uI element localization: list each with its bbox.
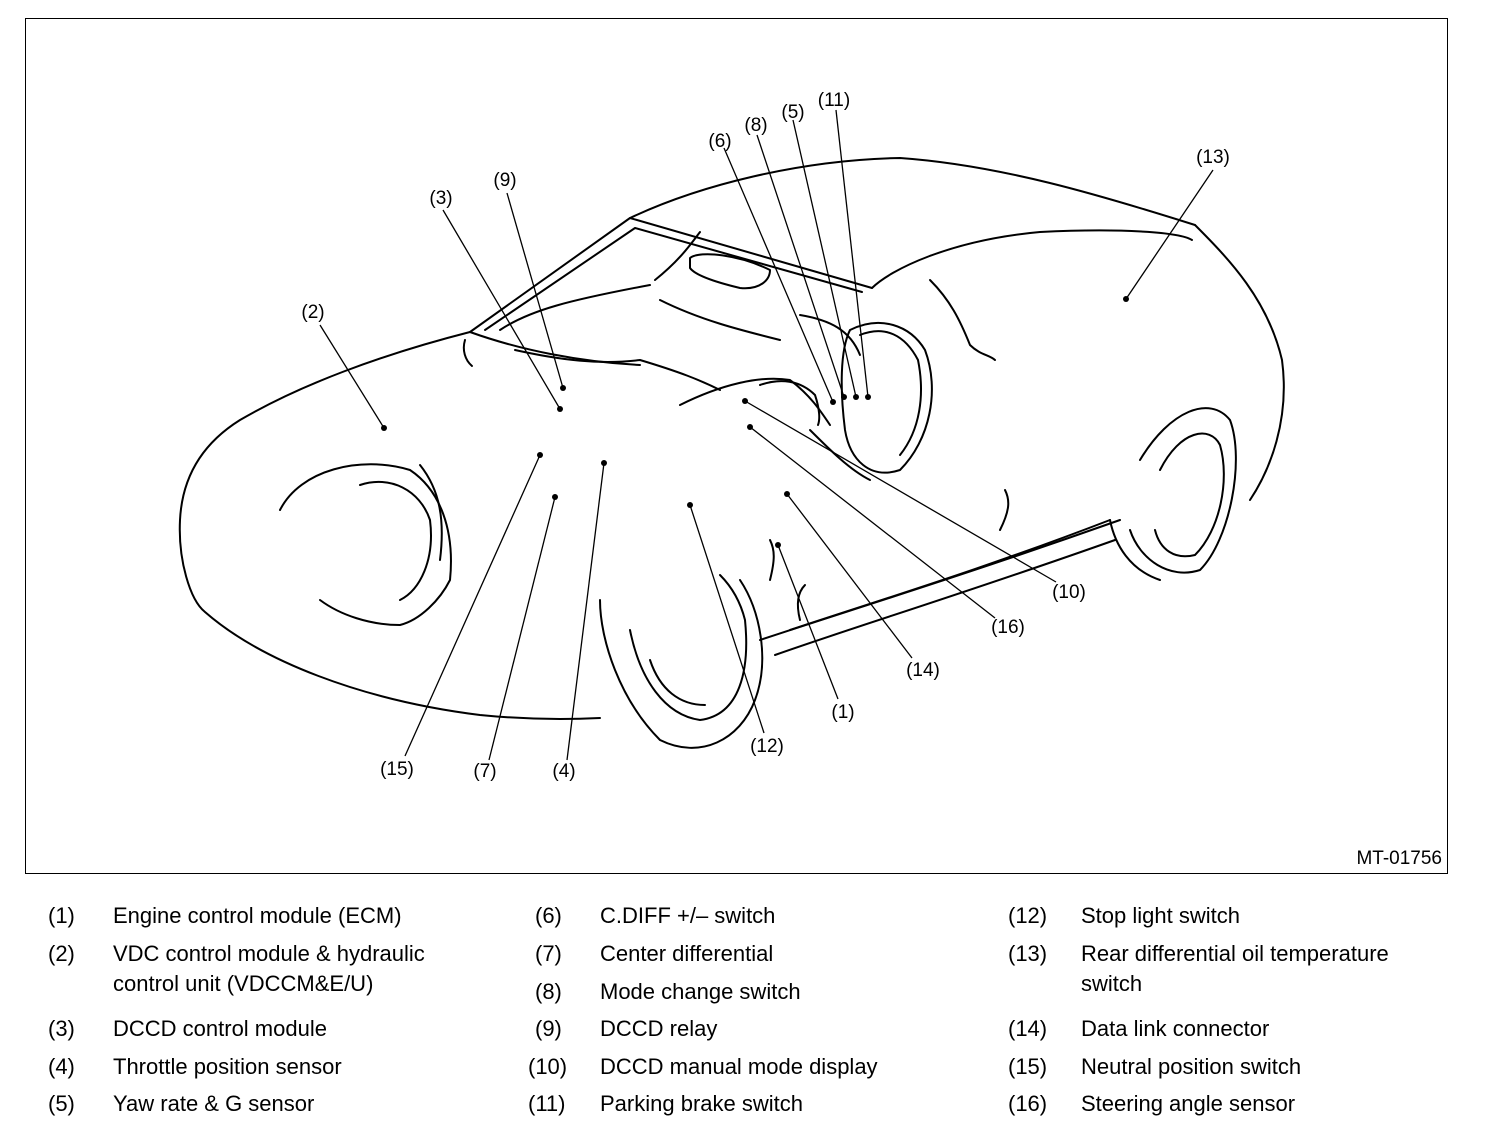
legend-number: (11) — [528, 1091, 566, 1116]
legend-number: (1) — [48, 903, 75, 928]
legend-label: DCCD relay — [600, 1016, 718, 1041]
callout-2: (2) — [301, 302, 324, 323]
callout-15: (15) — [380, 759, 414, 780]
legend-label: Data link connector — [1081, 1016, 1270, 1041]
legend-number: (13) — [1008, 941, 1048, 966]
legend-number: (10) — [528, 1054, 568, 1079]
legend-label: Throttle position sensor — [113, 1054, 342, 1079]
callout-7: (7) — [473, 761, 496, 782]
callout-14: (14) — [906, 660, 940, 681]
legend-label: VDC control module & hydraulic — [113, 941, 425, 966]
callout-1: (1) — [831, 702, 854, 723]
legend-label: Yaw rate & G sensor — [113, 1091, 315, 1116]
legend-number: (3) — [48, 1016, 75, 1041]
callout-labels: (1) (2) (3) (4) (5) (6) (7) (8) (9) (10)… — [301, 90, 1230, 782]
callout-4: (4) — [552, 761, 575, 782]
legend-label: Steering angle sensor — [1081, 1091, 1296, 1116]
legend-label: Rear differential oil temperature — [1081, 941, 1389, 966]
figure-id: MT-01756 — [1356, 848, 1442, 869]
callout-9: (9) — [493, 170, 516, 191]
legend-label-continued: switch — [1081, 971, 1143, 996]
legend-label: DCCD manual mode display — [600, 1054, 878, 1079]
legend-number: (9) — [535, 1016, 562, 1041]
legend-number: (12) — [1008, 903, 1048, 928]
legend-label: C.DIFF +/– switch — [600, 903, 776, 928]
legend-number: (6) — [535, 903, 562, 928]
callout-8: (8) — [744, 115, 767, 136]
legend-label: Engine control module (ECM) — [113, 903, 402, 928]
callout-5: (5) — [781, 102, 804, 123]
diagram-frame — [25, 18, 1448, 874]
callout-3: (3) — [429, 188, 452, 209]
legend-number: (5) — [48, 1091, 75, 1116]
legend-number: (2) — [48, 941, 75, 966]
legend-number: (15) — [1008, 1054, 1048, 1079]
legend-label-continued: control unit (VDCCM&E/U) — [113, 971, 374, 996]
callout-6: (6) — [708, 131, 731, 152]
vehicle-component-diagram: (1) (2) (3) (4) (5) (6) (7) (8) (9) (10)… — [178, 90, 1285, 782]
legend-number: (7) — [535, 941, 562, 966]
legend-label: Parking brake switch — [600, 1091, 803, 1116]
leader-lines — [319, 109, 1214, 761]
legend-label: Center differential — [600, 941, 774, 966]
legend-label: Neutral position switch — [1081, 1054, 1302, 1079]
leader-dots — [381, 296, 1129, 548]
callout-12: (12) — [750, 736, 784, 757]
legend-number: (14) — [1008, 1016, 1048, 1041]
legend-number: (8) — [535, 979, 562, 1004]
legend-label: Stop light switch — [1081, 903, 1240, 928]
callout-16: (16) — [991, 617, 1025, 638]
legend-label: DCCD control module — [113, 1016, 327, 1041]
callout-10: (10) — [1052, 582, 1086, 603]
car-outline — [178, 157, 1285, 749]
callout-13: (13) — [1196, 147, 1230, 168]
legend-number: (16) — [1008, 1091, 1048, 1116]
legend-label: Mode change switch — [600, 979, 801, 1004]
legend-number: (4) — [48, 1054, 75, 1079]
callout-11: (11) — [818, 90, 850, 111]
